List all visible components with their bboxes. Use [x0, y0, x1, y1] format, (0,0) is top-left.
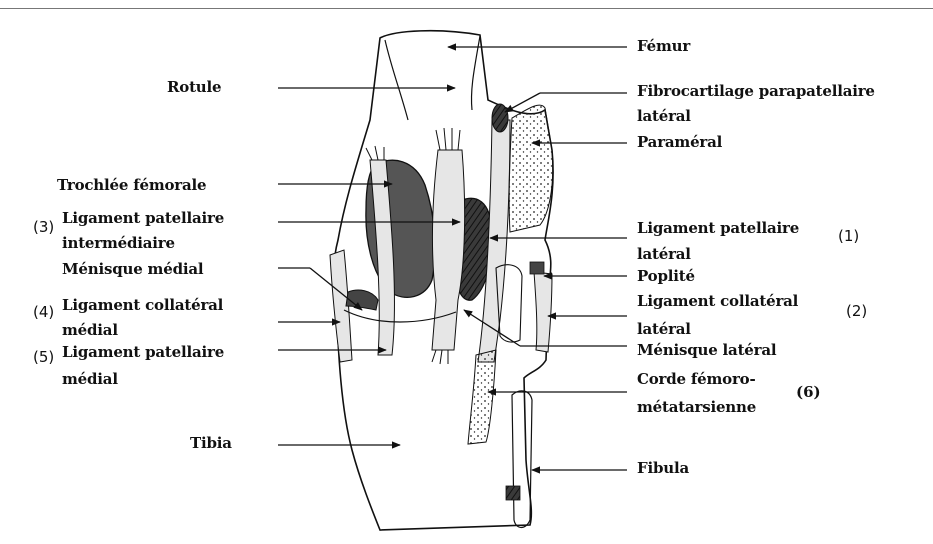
label-tibia: Tibia: [190, 434, 232, 453]
femoro-metatarsal-cord: [468, 350, 496, 444]
label-lig-pat-lateral-2: latéral: [637, 245, 691, 264]
parameral-dotted: [509, 105, 553, 232]
label-lig-pat-medial-2: médial: [62, 370, 118, 389]
label-poplite: Poplité: [637, 267, 695, 286]
medial-meniscus: [346, 290, 378, 310]
number-5: (5): [33, 348, 54, 367]
label-femur: Fémur: [637, 37, 690, 56]
intermediate-patellar-ligament: [432, 150, 465, 350]
label-fibrocartilage-1: Fibrocartilage parapatellaire: [637, 82, 875, 101]
label-lig-pat-lateral-1: Ligament patellaire: [637, 219, 799, 238]
number-1: (1): [838, 227, 859, 246]
label-lig-col-lateral-1: Ligament collatéral: [637, 292, 798, 311]
number-3: (3): [33, 218, 54, 237]
number-4: (4): [33, 303, 54, 322]
label-fibrocartilage-2: latéral: [637, 107, 691, 126]
label-lig-col-medial-1: Ligament collatéral: [62, 296, 223, 315]
label-menisque-lateral: Ménisque latéral: [637, 341, 776, 360]
number-6: (6): [796, 383, 821, 402]
label-corde-2: métatarsienne: [637, 398, 756, 417]
label-menisque-medial: Ménisque médial: [62, 260, 203, 279]
label-lig-col-medial-2: médial: [62, 321, 118, 340]
label-parameral: Paraméral: [637, 133, 722, 152]
fibrocartilage-shading: [492, 104, 508, 132]
label-rotule: Rotule: [167, 78, 221, 97]
label-lig-col-lateral-2: latéral: [637, 320, 691, 339]
label-lig-pat-intermediaire-2: intermédiaire: [62, 234, 175, 253]
lateral-collateral-ligament: [534, 272, 552, 352]
label-fibula: Fibula: [637, 459, 689, 478]
label-trochlee-femorale: Trochlée fémorale: [57, 176, 206, 195]
label-lig-pat-medial-1: Ligament patellaire: [62, 343, 224, 362]
number-2: (2): [846, 302, 867, 321]
label-corde-1: Corde fémoro-: [637, 370, 756, 389]
fibula-outline: [512, 391, 532, 528]
label-lig-pat-intermediaire-1: Ligament patellaire: [62, 209, 224, 228]
